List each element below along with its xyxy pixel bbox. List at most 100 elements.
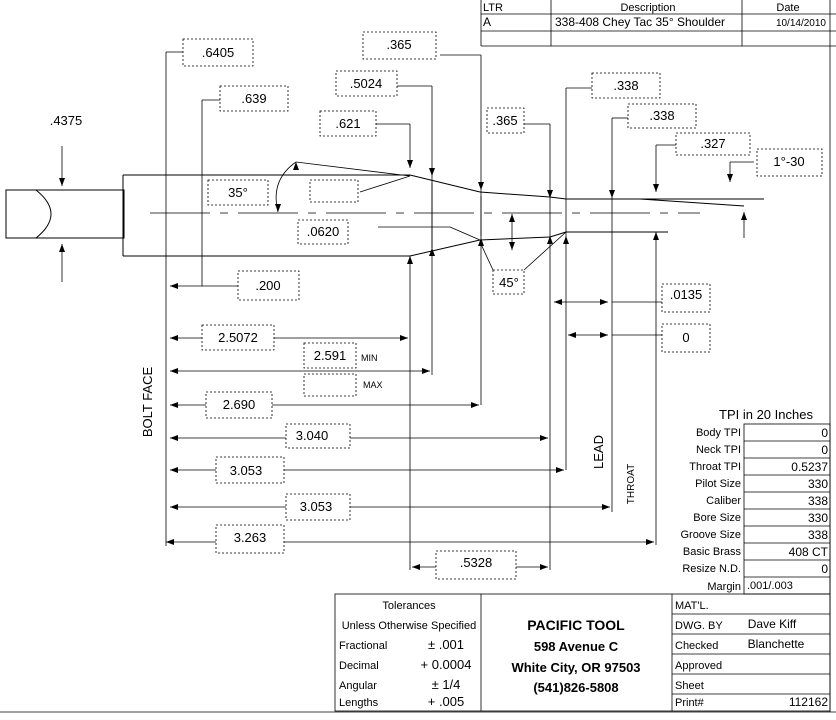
dim-200: .200 [255, 278, 280, 293]
extension-lines [61, 51, 754, 570]
arrowhead [600, 332, 608, 338]
chamber-profile [5, 174, 764, 257]
dim-365-mid: .365 [492, 113, 517, 128]
arrowhead [275, 204, 281, 212]
dim-3053-a: 3.053 [230, 463, 263, 478]
bolt-head [5, 189, 125, 239]
rev-description: 338-408 Chey Tac 35° Shoulder [555, 15, 725, 29]
dim-621: .621 [335, 116, 360, 131]
dim-365-top: .365 [386, 37, 411, 52]
bolt-face-label: BOLT FACE [140, 367, 155, 438]
tolerances-title: Tolerances [382, 600, 436, 612]
bolt-nose [35, 189, 52, 239]
arrowhead [540, 435, 548, 441]
print-label: Print# [675, 697, 705, 709]
arrowhead [509, 242, 515, 250]
sheet-label: Sheet [675, 680, 704, 692]
company-name: PACIFIC TOOL [527, 617, 625, 633]
title-block: MAT'L. DWG. BY Dave Kiff Checked Blanche… [672, 600, 830, 709]
dim-0620: .0620 [307, 224, 340, 239]
dim-0: 0 [682, 330, 689, 345]
rev-ltr: A [483, 15, 491, 29]
tpi-row-label: Pilot Size [695, 478, 741, 490]
arrowhead [547, 190, 553, 198]
tpi-row-value: 338 [808, 528, 828, 542]
dim-338-b: .338 [649, 108, 674, 123]
matl-label: MAT'L. [675, 600, 709, 612]
arrowhead [547, 236, 553, 244]
print-value: 112162 [789, 695, 828, 709]
tpi-row-value: 0 [821, 426, 828, 440]
tpi-margin-value: .001/.003 [747, 580, 793, 592]
arrowhead [600, 299, 608, 305]
dim-327: .327 [700, 136, 725, 151]
dim-3040: 3.040 [296, 428, 329, 443]
checked-label: Checked [675, 640, 718, 652]
arrowhead [170, 435, 178, 441]
min-label: MIN [361, 353, 378, 363]
arrowhead [429, 248, 435, 256]
company-block: PACIFIC TOOL 598 Avenue C White City, OR… [511, 617, 640, 695]
tolerance-row-value: + 0.0004 [421, 657, 472, 672]
company-city: White City, OR 97503 [511, 660, 640, 675]
tolerance-block: Tolerances Unless Otherwise Specified Fr… [334, 593, 831, 712]
arrowhead [293, 162, 299, 170]
arrowhead [400, 335, 408, 341]
arrowhead [412, 564, 420, 570]
dim-0135: .0135 [670, 287, 703, 302]
tpi-margin-label: Margin [707, 581, 741, 593]
arrowheads [59, 160, 747, 570]
tolerances-subtitle: Unless Otherwise Specified [342, 620, 477, 632]
dim-45deg: 45° [499, 275, 519, 290]
max-label: MAX [363, 380, 383, 390]
tolerance-row-label: Fractional [339, 640, 387, 652]
arrowhead [170, 504, 178, 510]
dwg-by-value: Dave Kiff [748, 617, 797, 631]
tpi-row-label: Resize N.D. [682, 563, 741, 575]
checked-value: Blanchette [748, 637, 805, 651]
arrowhead [602, 504, 610, 510]
tpi-row-value: 330 [808, 511, 828, 525]
tpi-row-label: Caliber [706, 495, 741, 507]
company-phone: (541)826-5808 [533, 680, 618, 695]
dwg-by-label: DWG. BY [675, 620, 723, 632]
tolerance-row-value: ± 1/4 [432, 677, 461, 692]
dim-4375: .4375 [50, 113, 83, 128]
tolerance-row-label: Decimal [339, 660, 379, 672]
arrowhead [609, 190, 615, 198]
tpi-row-value: 330 [808, 477, 828, 491]
approved-label: Approved [675, 660, 722, 672]
dim-5328: .5328 [460, 555, 493, 570]
dim-1-30: 1°-30 [773, 154, 804, 169]
arrowhead [170, 467, 178, 473]
company-address: 598 Avenue C [534, 639, 619, 654]
arrowhead [407, 256, 413, 264]
rev-header-description: Description [620, 2, 675, 14]
tpi-row-label: Groove Size [680, 529, 741, 541]
arrowhead [554, 299, 562, 305]
dim-639: .639 [241, 91, 266, 106]
dim-6405: .6405 [202, 45, 235, 60]
tpi-row-label: Body TPI [696, 427, 741, 439]
arrowhead [478, 238, 484, 246]
tpi-row-label: Basic Brass [683, 546, 742, 558]
tpi-row-value: 0.5237 [791, 460, 828, 474]
rev-header-ltr: LTR [483, 2, 503, 14]
dim-3053-b: 3.053 [300, 499, 333, 514]
arrowhead [170, 402, 178, 408]
dim-3263: 3.263 [234, 530, 267, 545]
arrowhead [170, 283, 178, 289]
tpi-row-label: Neck TPI [696, 444, 741, 456]
arrowhead [407, 160, 413, 168]
arrowhead [429, 168, 435, 176]
arrowhead [727, 174, 733, 182]
tpi-row-value: 0 [821, 562, 828, 576]
arrowhead [741, 212, 747, 220]
arrowhead [540, 564, 548, 570]
tpi-title: TPI in 20 Inches [719, 407, 813, 422]
dimension-values: .6405 .365 .5024 .639 .621 .4375 .365 .3… [50, 37, 805, 570]
